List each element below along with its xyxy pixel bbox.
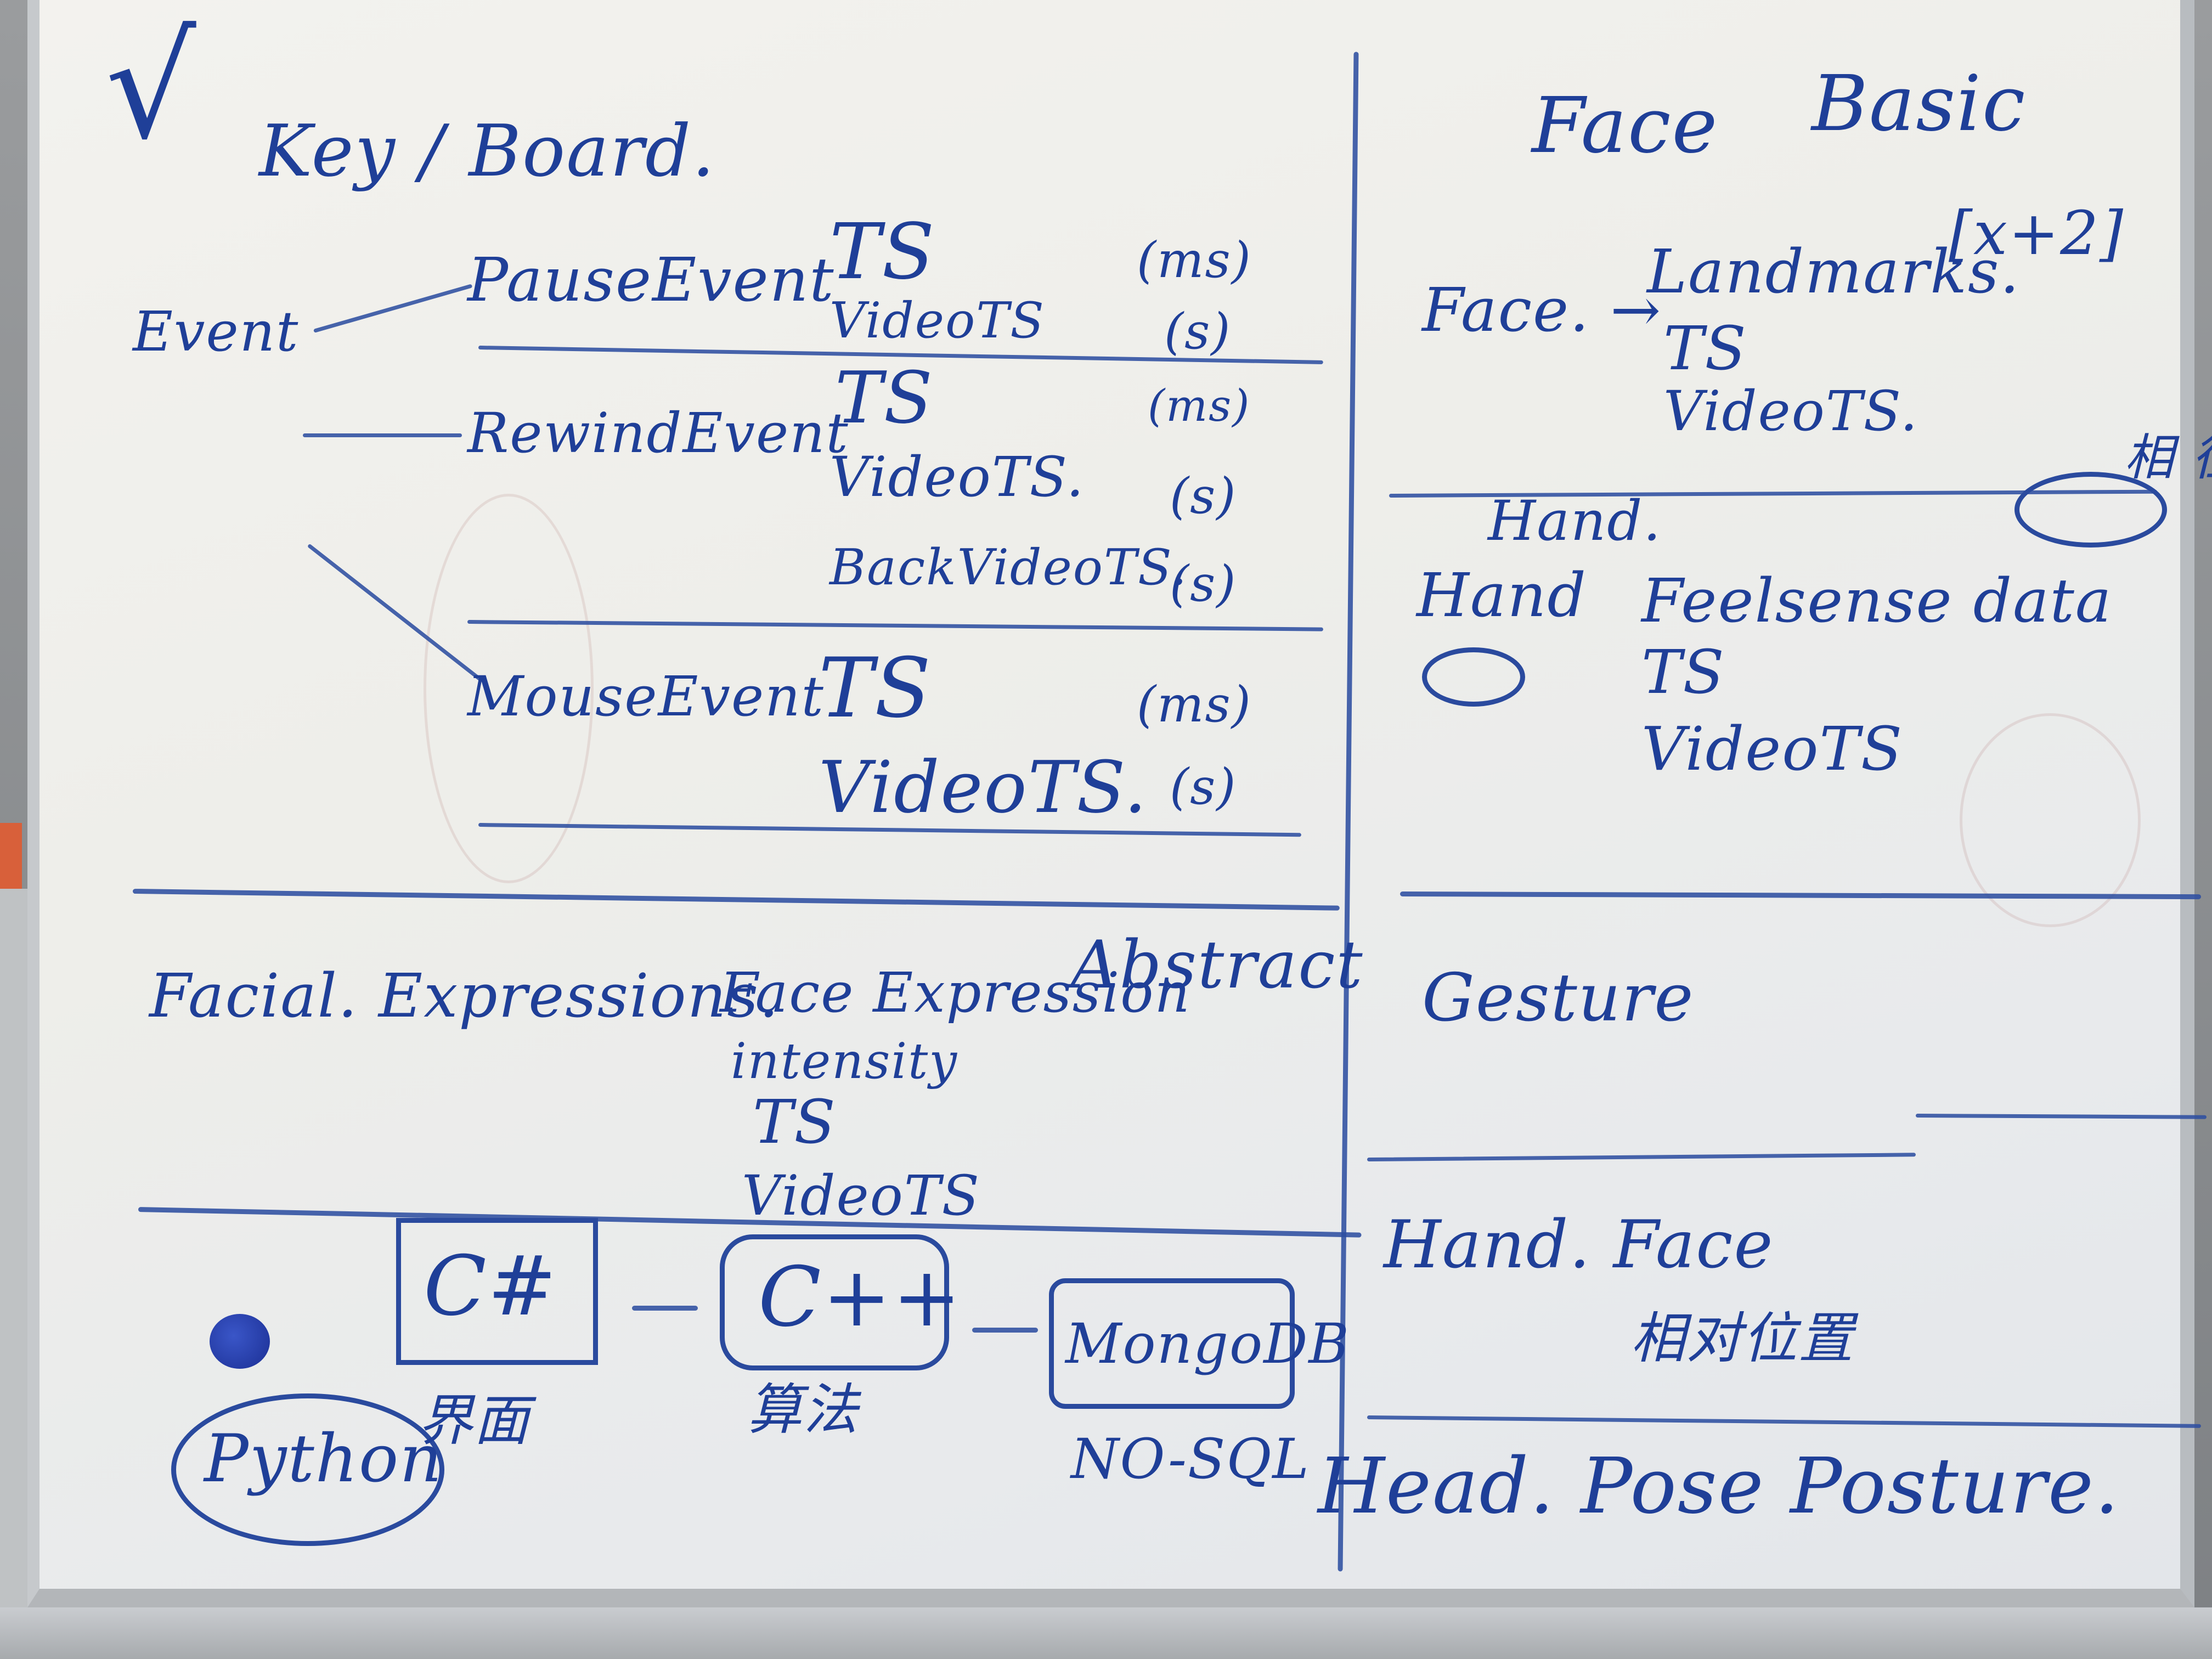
- mouse-ts: TS: [819, 641, 932, 736]
- side-note-circle: [2015, 472, 2167, 548]
- arrow-pause: [313, 284, 473, 333]
- pause-event-label: PauseEvent: [467, 245, 835, 315]
- mouse-event-label: MouseEvent: [467, 664, 825, 729]
- python-note: 界面: [418, 1389, 530, 1453]
- whiteboard: √ Key / Board. Event PauseEvent TS Video…: [27, 0, 2212, 1607]
- mouse-videots: VideoTS.: [819, 746, 1148, 829]
- python-label: Python: [204, 1421, 443, 1497]
- gesture-label: Gesture: [1422, 960, 1695, 1036]
- magnet: [210, 1314, 270, 1369]
- head-pose-label: Head. Pose Posture.: [1318, 1442, 2120, 1531]
- arrow-rewind: [303, 433, 462, 437]
- expression-ts: TS: [753, 1087, 837, 1157]
- expression-videots: VideoTS: [742, 1164, 981, 1228]
- event-label: Event: [133, 300, 300, 364]
- landmarks-note: [x+2]: [1949, 198, 2125, 268]
- csharp-label: C#: [424, 1239, 558, 1334]
- rewind-backvideots: BackVideoTS.: [830, 539, 1188, 596]
- hand-label: Hand: [1417, 560, 1587, 630]
- section-divider: [132, 889, 1340, 911]
- rewind-ts-unit: (ms): [1148, 380, 1251, 431]
- csharp-box: [396, 1218, 598, 1365]
- cpp-box: [720, 1234, 949, 1370]
- keyboard-title: Key / Board.: [259, 109, 716, 193]
- pause-videots: VideoTS: [830, 292, 1045, 349]
- mongodb-label: MongoDB: [1065, 1312, 1350, 1376]
- face-videots: VideoTS.: [1663, 379, 1919, 443]
- face-ts: TS: [1663, 313, 1747, 383]
- divider-line: [1367, 1415, 2201, 1428]
- facial-expressions-title: Facial. Expressions.: [149, 961, 780, 1031]
- plus-sign: [632, 1306, 698, 1311]
- feelsense-label: Feelsense data: [1641, 566, 2113, 636]
- divider-line: [1915, 1114, 2207, 1119]
- hand-face-label: Hand. Face: [1384, 1207, 1774, 1283]
- pause-videots-unit: (s): [1164, 303, 1232, 360]
- face-title: Face: [1532, 81, 1719, 171]
- hand-ts: TS: [1641, 637, 1725, 707]
- check-mark: √: [105, 5, 198, 171]
- hand-videots: VideoTS: [1641, 714, 1904, 784]
- mouse-ts-unit: (ms): [1137, 676, 1252, 733]
- intensity-label: intensity: [731, 1032, 958, 1090]
- plus-sign: [972, 1328, 1038, 1333]
- face-arrow: Face. →: [1422, 275, 1662, 345]
- abstract-label: Abstract: [1071, 927, 1364, 1003]
- basic-title: Basic: [1812, 59, 2027, 149]
- divider-line: [1367, 1153, 1916, 1161]
- pause-ts: TS: [830, 207, 936, 297]
- rewind-ts: TS: [835, 356, 934, 439]
- hand-face-note: 相对位置: [1630, 1306, 1854, 1370]
- divider-line: [467, 620, 1323, 631]
- mongodb-box: [1049, 1278, 1295, 1409]
- hand-section-title: Hand.: [1488, 489, 1662, 553]
- hand-scribble: [1422, 647, 1525, 707]
- pause-ts-unit: (ms): [1137, 232, 1252, 289]
- face-expression-label: Face Expression: [720, 961, 1191, 1025]
- marker-tray: [0, 1607, 2212, 1659]
- rewind-backvideots-unit: (s): [1170, 555, 1237, 613]
- landmarks-label: Landmarks.: [1647, 236, 2021, 307]
- mouse-videots-unit: (s): [1170, 758, 1237, 816]
- rewind-videots: VideoTS.: [830, 445, 1085, 509]
- orange-panel: [0, 823, 22, 889]
- cpp-note: 算法: [747, 1378, 859, 1442]
- erased-drawing: [424, 494, 594, 883]
- erased-drawing: [1960, 713, 2141, 927]
- rewind-videots-unit: (s): [1170, 467, 1237, 525]
- python-box: [171, 1393, 444, 1546]
- cpp-label: C++: [758, 1250, 963, 1345]
- side-note: 相 径: [2124, 429, 2212, 487]
- mongodb-note: NO-SQL: [1071, 1427, 1310, 1491]
- rewind-event-label: RewindEvent: [467, 401, 849, 465]
